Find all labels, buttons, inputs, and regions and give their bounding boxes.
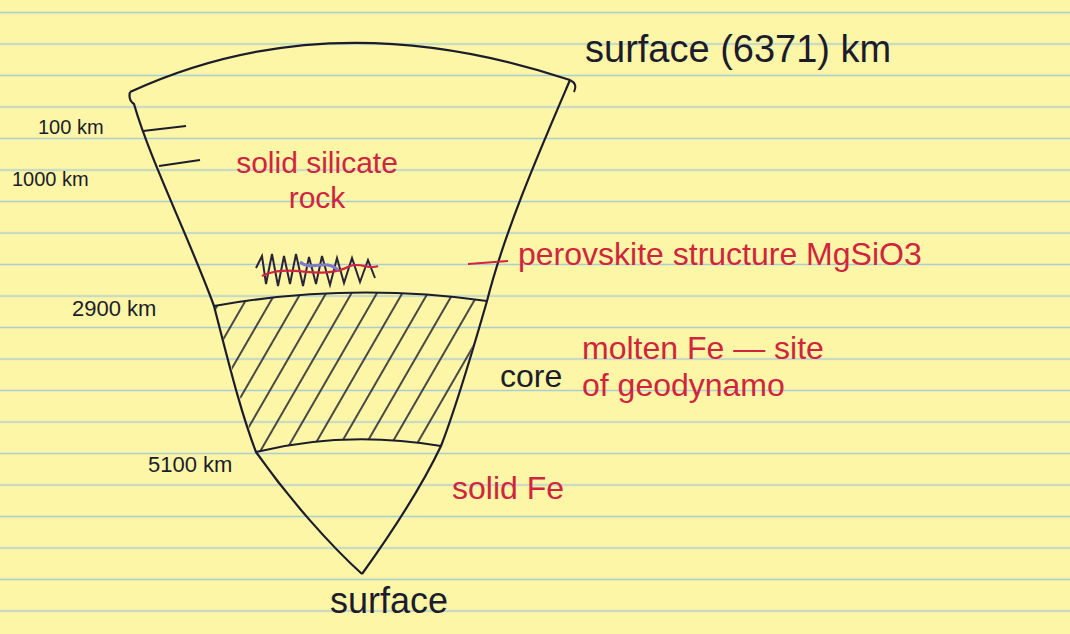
layer-note: molten Fe — site of geodynamo	[582, 330, 847, 404]
layer-note: solid Fe	[452, 470, 564, 507]
inner-core-boundary	[256, 439, 441, 452]
depth-label: 1000 km	[12, 168, 89, 191]
depth-label: 2900 km	[72, 296, 156, 321]
depth-tick	[159, 160, 200, 166]
outer-core-hatching	[214, 293, 487, 452]
scribble	[256, 254, 375, 286]
depth-label: 100 km	[38, 116, 104, 139]
core-mantle-boundary	[214, 293, 487, 306]
surface-label: surface	[330, 580, 448, 621]
layer-note: solid silicate rock	[222, 146, 412, 215]
arc-hook	[570, 80, 575, 92]
layer-label: core	[500, 358, 562, 395]
surface-arc	[130, 43, 570, 92]
surface-label: surface (6371) km	[585, 28, 891, 72]
note-dash	[468, 261, 508, 264]
depth-label: 5100 km	[148, 452, 232, 477]
depth-tick	[143, 126, 186, 131]
mineral-note: perovskite structure MgSiO3	[518, 236, 922, 273]
scribble	[300, 262, 338, 270]
